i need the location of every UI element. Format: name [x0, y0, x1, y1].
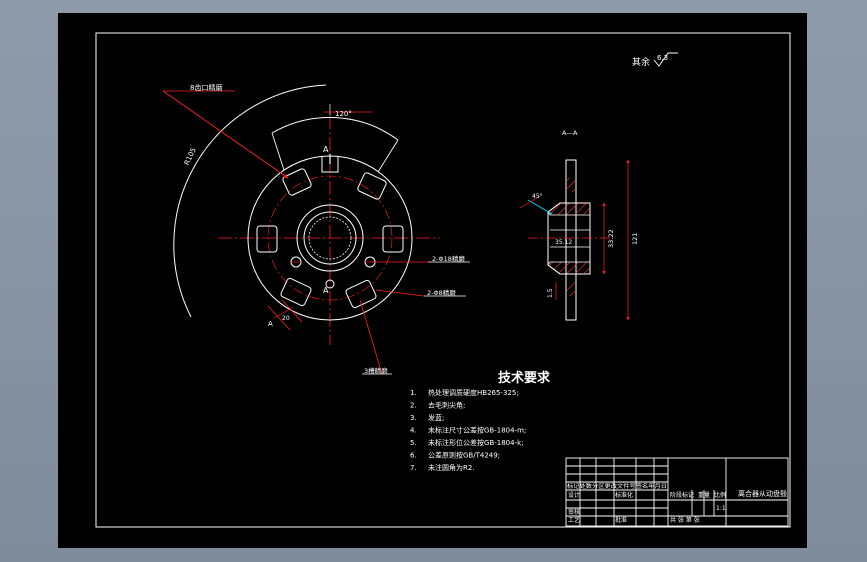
- drawing-canvas: [58, 13, 807, 548]
- leader-r105: [162, 90, 289, 179]
- callout-bottom: 3槽精磨: [364, 366, 388, 375]
- dim-slot-width: 20: [282, 315, 290, 322]
- top-slot: [321, 156, 339, 173]
- requirement-number: 3.: [410, 414, 417, 422]
- outer-arc: [173, 84, 327, 318]
- plate-outline: [565, 159, 577, 321]
- requirement-number: 4.: [410, 427, 417, 435]
- title-block-text: 离合器从动盘毂 标记处数分区更改文件号签名年月日 设计 标准化 阶段标记 重量 …: [567, 482, 787, 524]
- roughness-symbol: [653, 52, 678, 67]
- callout-hole-small: 2-Φ18精磨: [432, 254, 465, 263]
- requirement-number: 6.: [410, 452, 417, 460]
- weight-label: 重量: [698, 491, 710, 499]
- section-marker-top: A: [323, 145, 329, 154]
- requirement-text: 未注圆角为R2.: [428, 463, 475, 472]
- dim-top-angle: 120°: [335, 110, 352, 118]
- requirements-list: 1. 热处理调质硬度HB265-325; 2. 去毛刺尖角; 3. 发蓝; 4. 未标注尺寸公…: [410, 388, 526, 472]
- section-marker-bottom: A: [323, 286, 329, 295]
- process-label: 工艺: [568, 516, 580, 524]
- roughness-value: 6.3: [657, 54, 668, 62]
- main-view: A A 120° 8齿口精磨 R105 2-Φ18精磨 2-Φ8精磨 3槽精磨 …: [162, 83, 470, 375]
- section-title: A—A: [562, 129, 578, 137]
- row-marks: 标记处数分区更改文件号签名年月日: [567, 482, 667, 490]
- leader-chamfer: [527, 199, 553, 215]
- callout-hole-large: 2-Φ8精磨: [427, 288, 456, 297]
- requirement-number: 5.: [410, 439, 417, 447]
- svg-text:A: A: [268, 320, 273, 328]
- stage-mark-label: 阶段标记: [670, 491, 694, 499]
- spline-circle: [308, 216, 352, 260]
- tech-requirements: 技术要求 1. 热处理调质硬度HB265-325; 2. 去毛刺尖角; 3. 发蓝; 4. 未…: [410, 370, 551, 472]
- requirement-text: 未标注尺寸公差按GB-1804-m;: [428, 426, 526, 435]
- requirement-text: 公差原则按GB/T4249;: [428, 451, 500, 460]
- roughness-note: 其余 6.3: [632, 52, 678, 68]
- leader-bottom: [359, 299, 383, 375]
- sheets-label: 共 张 第 张: [670, 516, 700, 524]
- roughness-label: 其余: [632, 56, 650, 68]
- callout-top-left: 8齿口精磨: [190, 83, 222, 92]
- requirement-text: 去毛刺尖角;: [428, 401, 465, 410]
- dim-bottom: 1.5: [547, 288, 554, 298]
- scale-value: 1:1: [716, 505, 726, 512]
- section-view: A—A 33.22 121 35.12 45° 1.5: [519, 129, 639, 321]
- dim-bore-length: 35.12: [555, 239, 572, 246]
- reviewer-label: 审核: [568, 508, 580, 516]
- dim-chamfer: 45°: [532, 193, 543, 200]
- title-block: [565, 457, 789, 527]
- upper-arc: [271, 117, 399, 141]
- dim-inner-dia: 33.22: [607, 229, 615, 248]
- requirement-text: 未标注形位公差按GB-1804-k;: [428, 438, 524, 447]
- scale-label: 比例: [714, 491, 726, 499]
- pitch-circle: [267, 175, 393, 301]
- requirement-number: 2.: [410, 402, 417, 410]
- leader-hole-large: [375, 289, 425, 297]
- hub-inner: [303, 211, 357, 265]
- dim-outer-dia: 121: [631, 233, 639, 245]
- requirement-text: 热处理调质硬度HB265-325;: [428, 388, 519, 397]
- hub-outer: [296, 204, 364, 272]
- requirement-text: 发蓝;: [428, 413, 444, 422]
- requirement-number: 1.: [410, 389, 417, 397]
- drawing-frame: [95, 32, 791, 528]
- standardization-label: 标准化: [615, 491, 633, 499]
- designer-label: 设计: [568, 491, 580, 499]
- requirement-number: 7.: [410, 464, 417, 472]
- tech-title: 技术要求: [498, 370, 551, 386]
- approve-label: 批准: [615, 516, 627, 524]
- window-slots: [256, 168, 404, 309]
- hole-bottom: [325, 279, 335, 289]
- part-name: 离合器从动盘毂: [738, 489, 787, 498]
